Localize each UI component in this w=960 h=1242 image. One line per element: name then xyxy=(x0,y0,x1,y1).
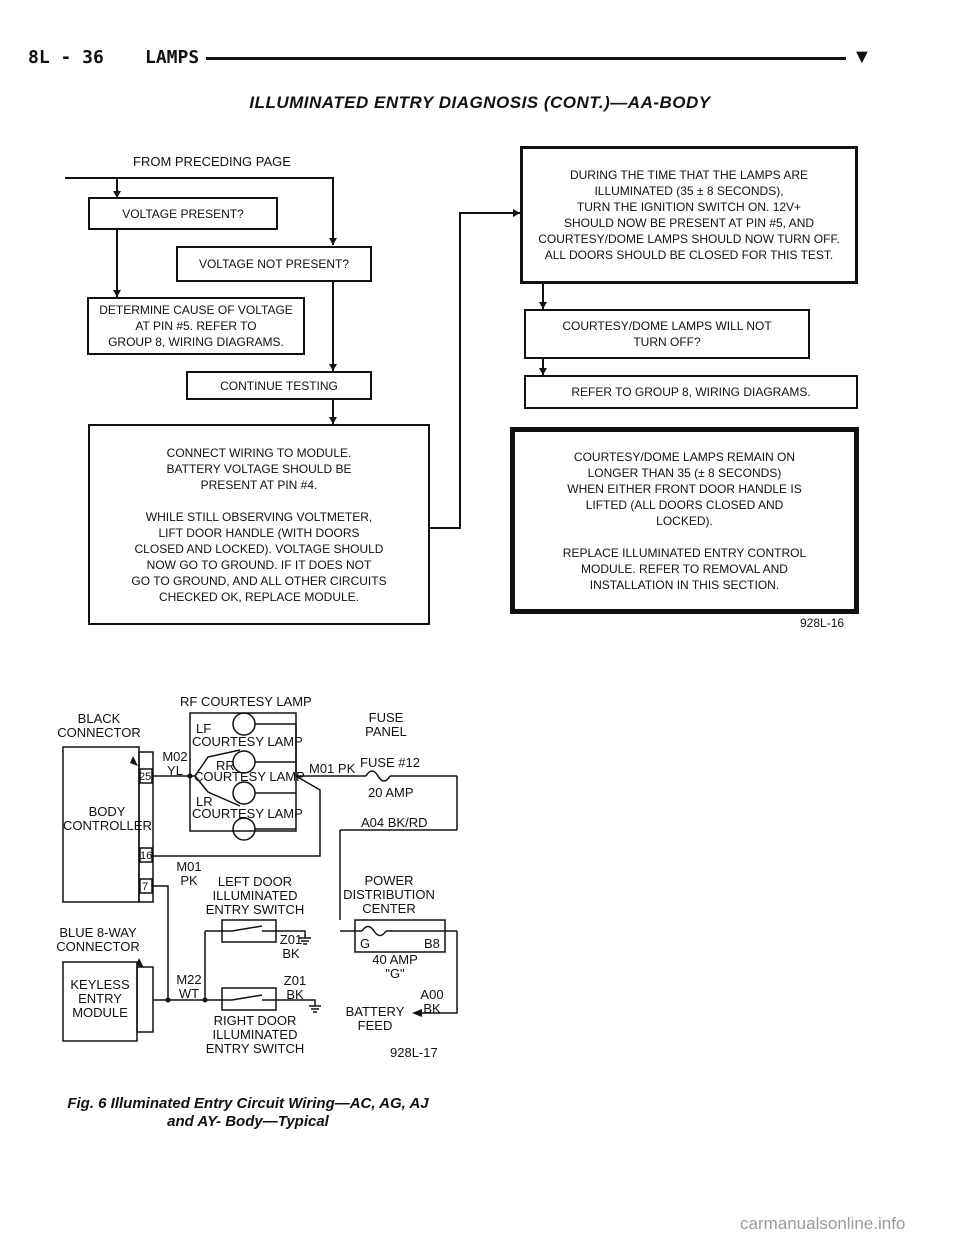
will-not-turn-off-box: COURTESY/DOME LAMPS WILL NOT TURN OFF? xyxy=(524,309,810,359)
header-triangle-marker: ▼ xyxy=(852,46,872,68)
lr-courtesy-lamp-label: COURTESY LAMP xyxy=(192,806,303,821)
determine-cause-box: DETERMINE CAUSE OF VOLTAGE AT PIN #5. RE… xyxy=(87,297,305,355)
pin-25-label: 25 xyxy=(139,771,152,783)
m02-yl-wire-label: M02 YL xyxy=(162,749,188,778)
keyless-entry-module-label: KEYLESS ENTRY MODULE xyxy=(70,977,130,1020)
page-header-title: LAMPS xyxy=(145,47,200,68)
website-watermark: carmanualsonline.info xyxy=(740,1214,906,1233)
fuse-panel-label: FUSE PANEL xyxy=(365,710,407,739)
fuse-12-label: FUSE #12 xyxy=(360,755,420,770)
right-door-switch-label: RIGHT DOOR ILLUMINATED ENTRY SWITCH xyxy=(205,1013,305,1056)
connect-wiring-box: CONNECT WIRING TO MODULE. BATTERY VOLTAG… xyxy=(88,424,430,625)
pdc-b8-label: B8 xyxy=(424,936,440,951)
wiring-diagram xyxy=(62,712,458,1042)
from-preceding-page-label: FROM PRECEDING PAGE xyxy=(133,154,291,169)
rr-courtesy-lamp-label: COURTESY LAMP xyxy=(194,769,305,784)
power-distribution-center-label: POWER DISTRIBUTION CENTER xyxy=(343,873,435,916)
amp-40-label: 40 AMP "G" xyxy=(372,952,418,981)
lr-label: LR xyxy=(196,794,213,809)
blue-connector-label: BLUE 8-WAY CONNECTOR xyxy=(56,925,140,954)
m01-pk-upper-label: M01 PK xyxy=(309,761,356,776)
flowchart-figure-id: 928L-16 xyxy=(800,616,845,630)
figure-caption: Fig. 6 Illuminated Entry Circuit Wiring—… xyxy=(67,1095,429,1130)
continue-testing-box: CONTINUE TESTING xyxy=(186,371,372,400)
rf-courtesy-lamp-label: RF COURTESY LAMP xyxy=(180,694,312,709)
a04-wire-label: A04 BK/RD xyxy=(361,815,428,830)
lf-courtesy-lamp-label: COURTESY LAMP xyxy=(192,734,303,749)
battery-feed-label: BATTERY FEED xyxy=(345,1004,405,1033)
a00-bk-wire-label: A00 BK xyxy=(420,987,444,1016)
z01-bk-lower-label: Z01 BK xyxy=(283,973,307,1002)
wiring-figure-id: 928L-17 xyxy=(390,1045,438,1060)
pdc-g-label: G xyxy=(360,936,371,951)
amp-20-label: 20 AMP xyxy=(368,785,414,800)
z01-bk-upper-label: Z01 BK xyxy=(279,932,303,961)
refer-group8-box: REFER TO GROUP 8, WIRING DIAGRAMS. xyxy=(524,375,858,409)
document-title: ILLUMINATED ENTRY DIAGNOSIS (CONT.)—AA-B… xyxy=(249,93,711,112)
voltage-not-present-box: VOLTAGE NOT PRESENT? xyxy=(176,246,372,282)
black-connector-label: BLACK CONNECTOR xyxy=(57,711,141,740)
body-controller-label: BODY CONTROLLER xyxy=(63,804,152,833)
m22-wt-wire-label: M22 WT xyxy=(176,972,202,1001)
header-rule xyxy=(206,57,846,60)
pin-16-label: 16 xyxy=(140,850,153,862)
voltage-present-box: VOLTAGE PRESENT? xyxy=(88,197,278,230)
m01-pk-lower-label: M01 PK xyxy=(176,859,202,888)
pin-7-label: 7 xyxy=(142,881,149,893)
lf-label: LF xyxy=(196,721,212,736)
during-time-box: DURING THE TIME THAT THE LAMPS ARE ILLUM… xyxy=(520,146,858,284)
page-section-number: 8L - 36 xyxy=(28,47,104,68)
remain-on-box: COURTESY/DOME LAMPS REMAIN ON LONGER THA… xyxy=(510,427,859,614)
rr-label: RR xyxy=(216,758,235,773)
flowchart-connectors xyxy=(65,177,547,529)
left-door-switch-label: LEFT DOOR ILLUMINATED ENTRY SWITCH xyxy=(205,874,305,917)
